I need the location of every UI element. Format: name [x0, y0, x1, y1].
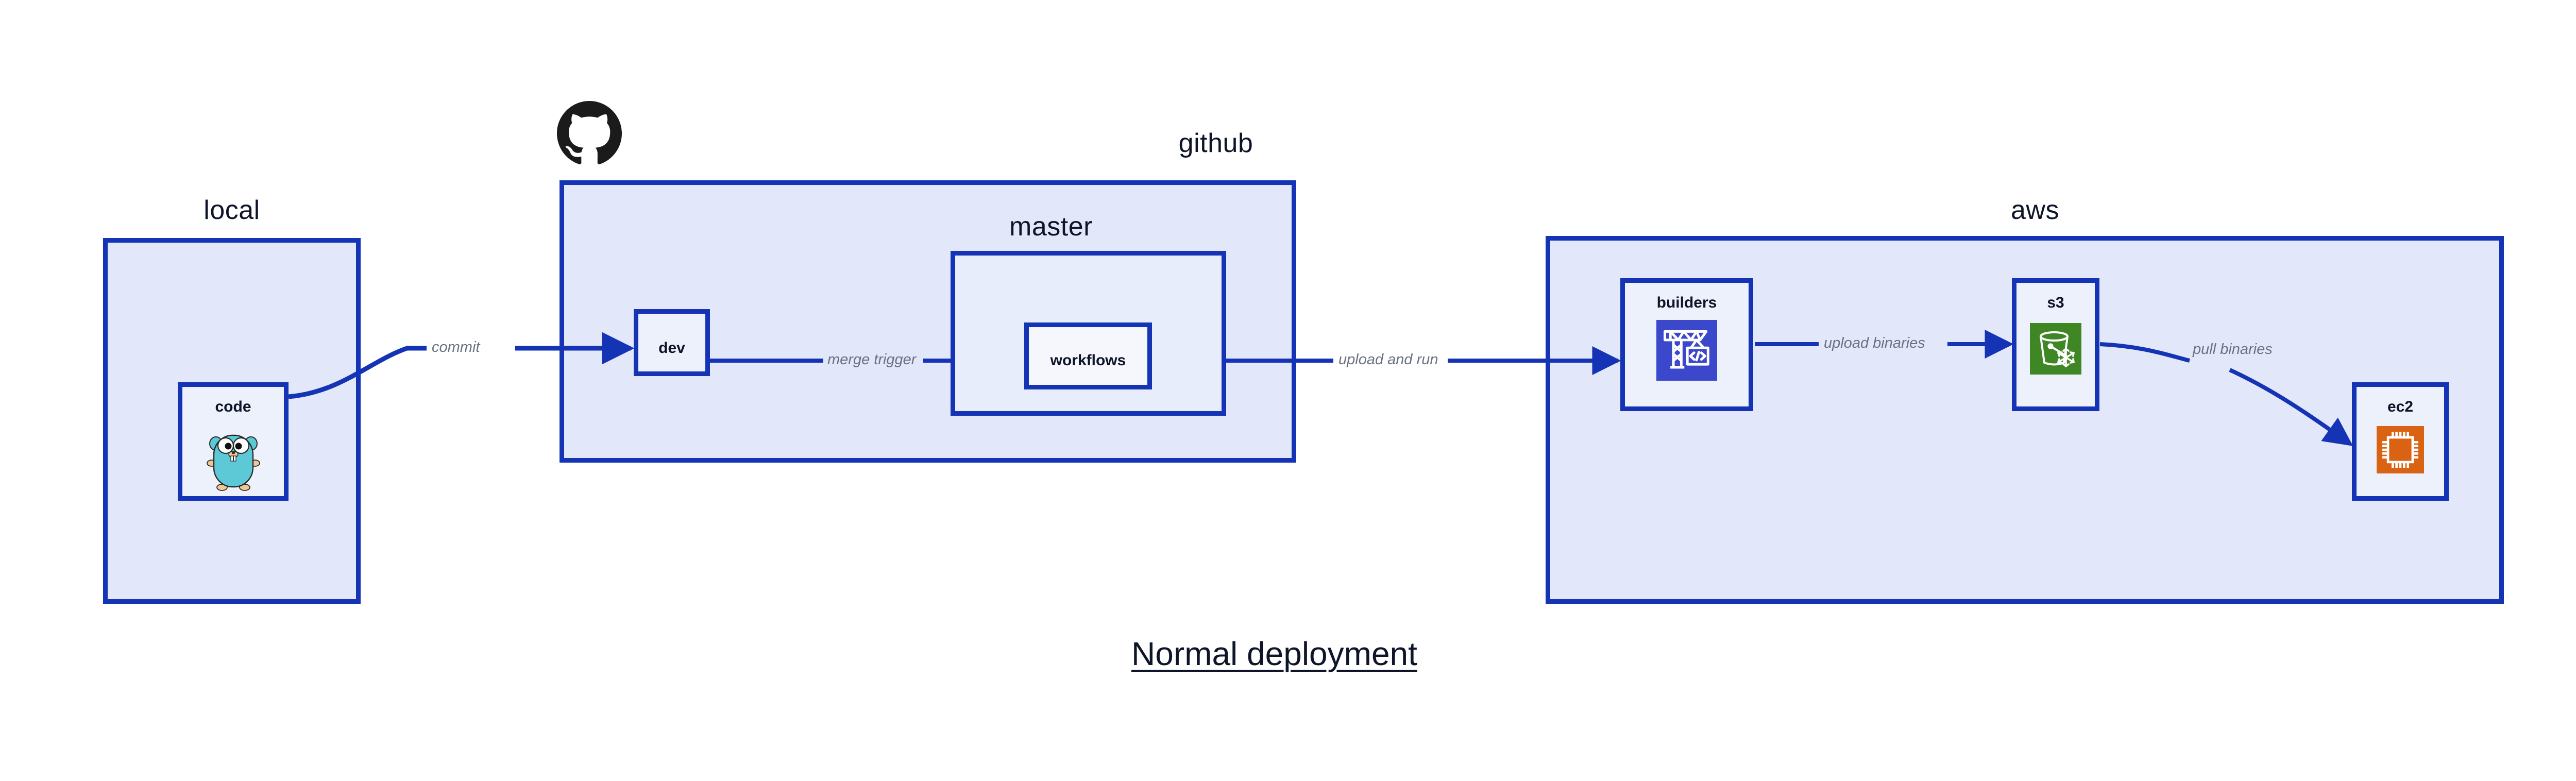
node-dev[interactable]: dev: [634, 309, 710, 376]
node-builders[interactable]: builders: [1620, 278, 1753, 411]
node-workflows[interactable]: workflows: [1024, 322, 1152, 389]
edge-label-upload-and-run: upload and run: [1335, 351, 1442, 368]
node-s3[interactable]: s3: [2012, 278, 2099, 411]
edge-label-upload-binaries: upload binaries: [1821, 335, 1928, 352]
edge-label-merge-trigger: merge trigger: [824, 351, 920, 368]
node-label-code: code: [215, 398, 251, 415]
group-label-github: github: [1178, 128, 1253, 158]
aws-s3-bucket-icon: [2030, 323, 2081, 375]
node-label-s3: s3: [2047, 294, 2064, 311]
node-label-dev: dev: [658, 339, 685, 356]
group-label-aws: aws: [2011, 195, 2059, 225]
node-code[interactable]: code: [178, 382, 289, 501]
group-label-local: local: [204, 195, 260, 225]
group-label-master: master: [1009, 212, 1093, 242]
edge-label-pull-binaries: pull binaries: [2190, 341, 2276, 358]
node-label-ec2: ec2: [2387, 398, 2414, 415]
diagram-title: Normal deployment: [1131, 635, 1417, 672]
go-gopher-icon: [206, 434, 260, 491]
aws-ec2-chip-icon: [2377, 426, 2424, 473]
github-octocat-logo: [557, 101, 622, 164]
edge-label-commit: commit: [429, 339, 483, 356]
node-label-builders: builders: [1656, 294, 1717, 311]
node-ec2[interactable]: ec2: [2352, 382, 2449, 501]
aws-builder-crane-icon: [1656, 320, 1717, 381]
node-label-workflows: workflows: [1050, 352, 1126, 369]
